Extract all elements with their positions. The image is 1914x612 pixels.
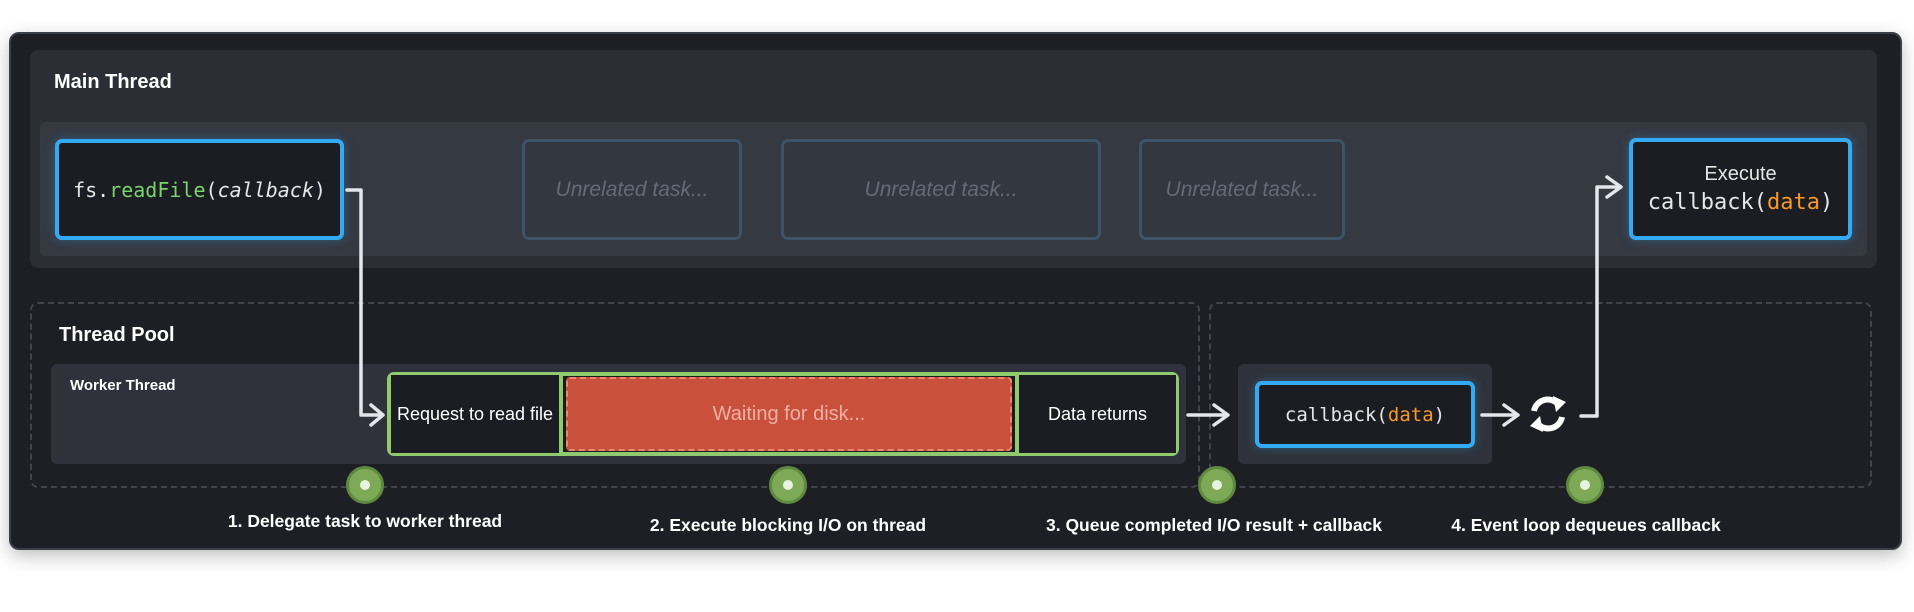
unrelated-task-box: Unrelated task...: [1139, 139, 1345, 240]
unrelated-task-box: Unrelated task...: [781, 139, 1101, 240]
execute-callback-box: Execute callback(data): [1629, 138, 1852, 240]
data-arg: data: [1766, 190, 1820, 215]
fs-prefix: fs.: [73, 177, 110, 202]
execute-arrow-head: [1605, 175, 1623, 199]
step-label-4: 4. Event loop dequeues callback: [1451, 515, 1721, 535]
execute-callback-call: callback(data): [1648, 190, 1833, 215]
waiting-for-disk-segment: Waiting for disk...: [566, 377, 1012, 451]
main-thread-title: Main Thread: [54, 71, 172, 93]
open-paren: (: [1753, 190, 1767, 215]
open-paren: (: [205, 177, 218, 202]
segment-divider: [1015, 376, 1019, 452]
unrelated-task-box: Unrelated task...: [522, 139, 742, 240]
close-paren: ): [313, 177, 326, 202]
request-read-file-segment: Request to read file: [391, 375, 559, 453]
delegate-arrow-line: [345, 188, 383, 417]
step-label-3: 3. Queue completed I/O result + callback: [1045, 515, 1383, 535]
step-dot-icon: [346, 466, 384, 504]
queue-arrow-head: [1212, 403, 1230, 427]
execute-arrow-line: [1579, 185, 1621, 418]
step-dot-icon: [1198, 466, 1236, 504]
dequeue-arrow-head: [1502, 403, 1520, 427]
data-arg: data: [1387, 403, 1434, 426]
refresh-cycle-icon: [1530, 396, 1566, 432]
thread-pool-title: Thread Pool: [59, 324, 175, 346]
callback-arg: callback: [217, 177, 314, 202]
step-dot-icon: [1566, 466, 1604, 504]
readfile-call-box: fs.readFile(callback): [55, 139, 344, 240]
event-queue-region: [1209, 302, 1872, 488]
thread-pool-region: [30, 302, 1200, 488]
execute-label: Execute: [1704, 163, 1777, 185]
step-dot-icon: [769, 466, 807, 504]
segment-divider: [559, 376, 563, 452]
queued-callback-box: callback(data): [1255, 381, 1475, 448]
step-label-1: 1. Delegate task to worker thread: [227, 511, 503, 531]
callback-fn: callback: [1647, 190, 1754, 215]
step-label-2: 2. Execute blocking I/O on thread: [649, 515, 927, 535]
close-paren: ): [1819, 190, 1834, 215]
readfile-method: readFile: [109, 177, 206, 202]
worker-thread-label: Worker Thread: [70, 377, 176, 394]
delegate-arrow-head: [369, 403, 385, 427]
callback-fn: callback: [1284, 403, 1377, 426]
close-paren: ): [1433, 403, 1446, 426]
open-paren: (: [1376, 403, 1388, 426]
data-returns-segment: Data returns: [1019, 375, 1176, 453]
